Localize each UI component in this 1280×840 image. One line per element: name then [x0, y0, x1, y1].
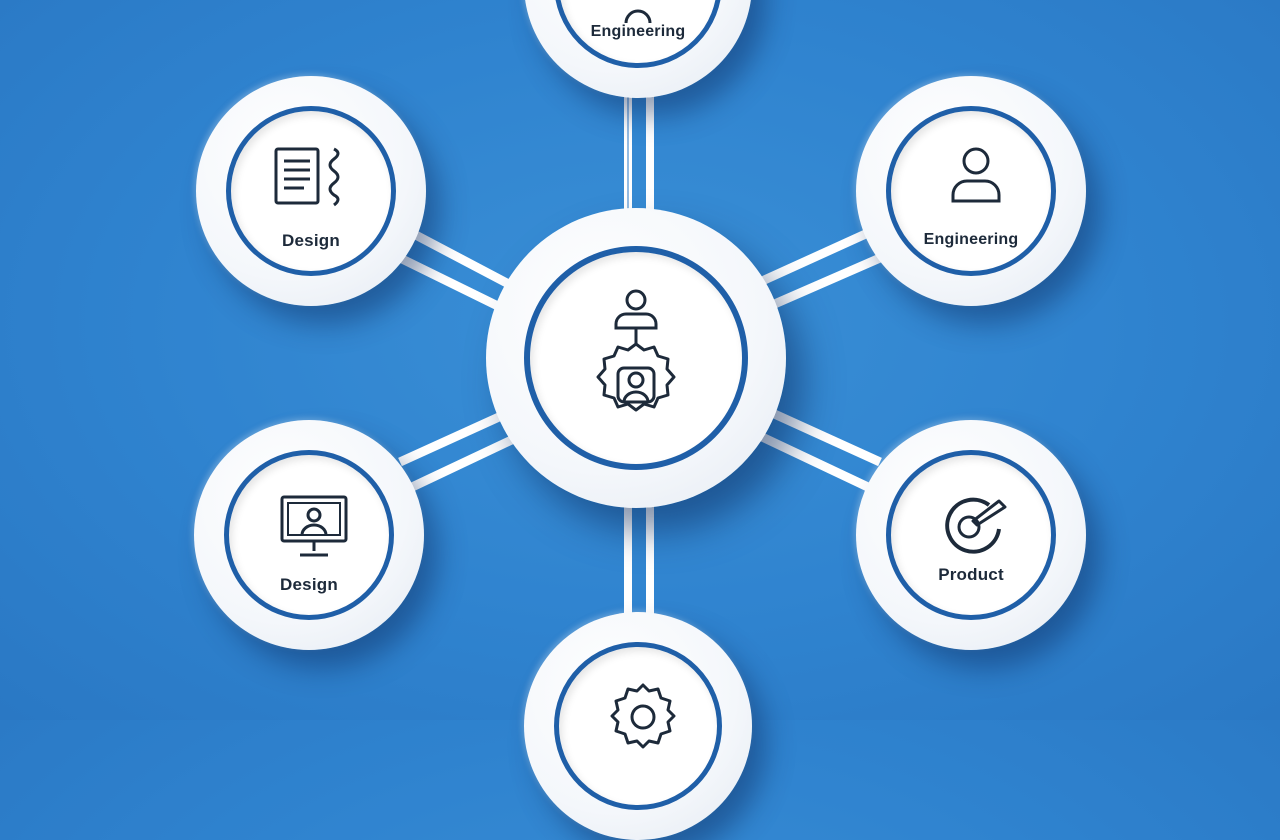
hub-ring — [524, 246, 748, 470]
person-gear-hub-icon — [596, 289, 676, 412]
document-list-icon — [274, 147, 340, 207]
connector-bottom-right — [768, 407, 882, 467]
node-bottom-left-ring: Design — [224, 450, 394, 620]
node-bottom-right-label: Product — [938, 565, 1004, 584]
node-top-right-ring: Engineering — [886, 106, 1056, 276]
hub-node — [486, 208, 786, 508]
node-top-ring: Engineering — [554, 0, 722, 68]
node-bottom-left-label: Design — [280, 575, 338, 594]
node-top-left-label: Design — [282, 231, 340, 250]
connector-bottom-left — [398, 407, 512, 467]
connector-lines — [398, 96, 882, 467]
node-top-right: Engineering — [856, 76, 1086, 306]
connector-top-left — [407, 228, 523, 294]
gear-icon — [624, 9, 652, 23]
node-top-right-label: Engineering — [923, 231, 1019, 248]
node-bottom-right-ring: Product — [886, 450, 1056, 620]
gear-icon — [610, 683, 676, 749]
node-top-left: Design — [196, 76, 426, 306]
diagram-canvas: Engineering Design Engineering — [194, 0, 1086, 840]
node-top-left-ring: Design — [226, 106, 396, 276]
node-bottom — [524, 612, 752, 840]
node-bottom-ring — [554, 642, 722, 810]
node-top-label: Engineering — [590, 23, 686, 40]
node-bottom-right: Product — [856, 420, 1086, 650]
node-bottom-left: Design — [194, 420, 424, 650]
connector-top-right — [758, 227, 872, 287]
gauge-icon — [945, 497, 1007, 554]
person-icon — [951, 147, 1001, 203]
monitor-person-icon — [280, 495, 348, 557]
